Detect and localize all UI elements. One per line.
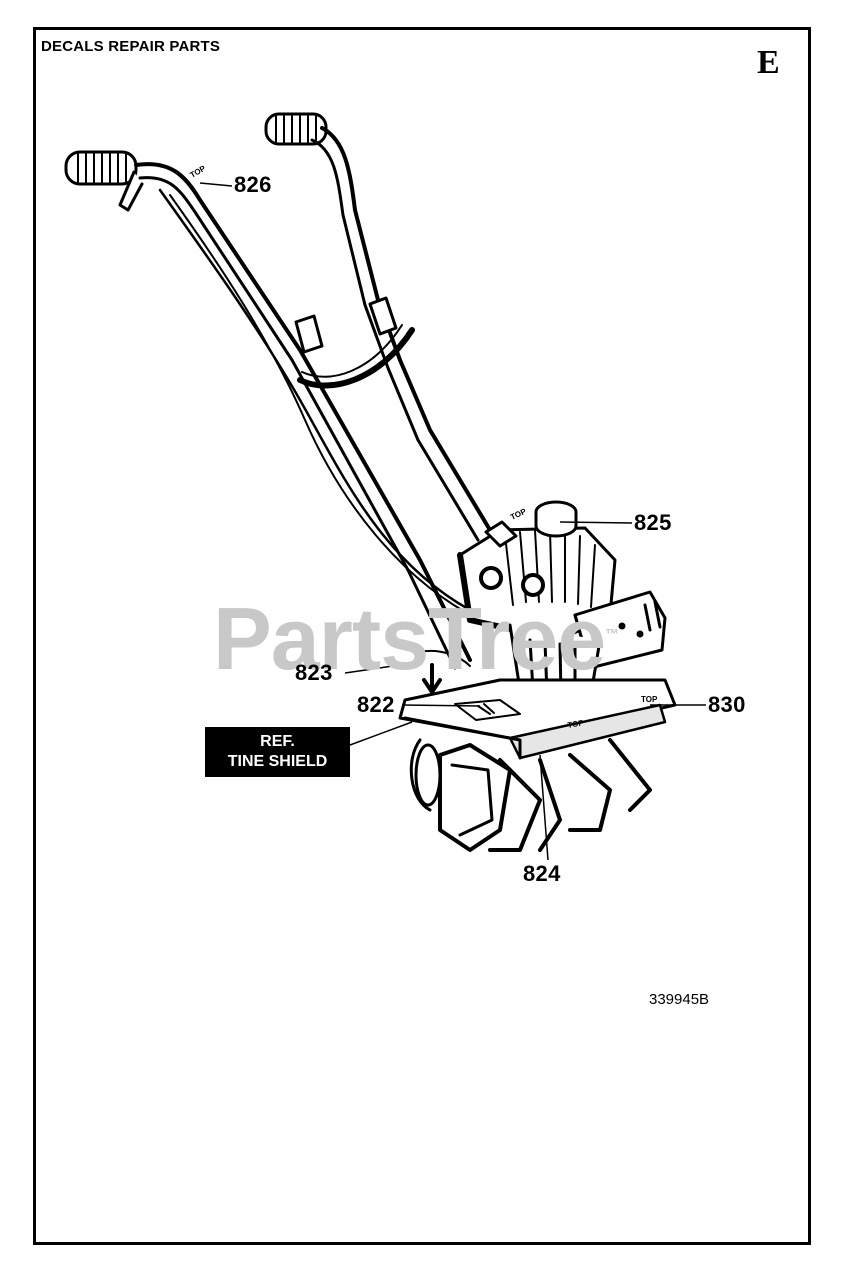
engine [457,500,667,702]
callout-825: 825 [634,510,672,535]
leader-826 [199,182,233,187]
throttle-lever [118,170,144,212]
decal-822 [454,699,521,721]
reference-label: REF. TINE SHIELD [205,727,350,777]
top-decal-824: TOP [567,718,585,730]
callout-826: 826 [234,172,272,197]
page-frame [33,27,811,1245]
callout-823: 823 [295,660,333,685]
right-handle-grip [264,112,328,146]
callout-822: 822 [357,692,395,717]
figure-id: 339945B [649,991,710,1008]
control-cable [158,188,472,612]
leader-lines [199,182,706,861]
sheet-title: DECALS REPAIR PARTS [41,38,221,55]
section-letter: E [757,44,780,81]
handle-knob-right [368,296,398,336]
callout-830: 830 [708,692,746,717]
top-decal-825: TOP [509,506,528,521]
right-handle-tube [320,126,492,532]
leader-ref [349,721,413,746]
handle-knob-left [294,314,324,354]
reference-line-1: REF. [260,733,295,750]
downward-arrow [422,663,442,694]
top-decal-826: TOP [189,163,208,179]
left-handle-grip [64,150,138,186]
reference-line-2: TINE SHIELD [227,753,328,770]
leader-825 [559,521,633,524]
handle-crossbar [297,327,415,389]
tine-shield [398,678,677,760]
leader-822 [401,704,481,707]
leader-824 [539,754,549,861]
left-handle-tube [134,162,472,662]
tines [409,738,652,852]
top-decal-830: TOP [641,695,658,704]
callout-824: 824 [523,861,561,886]
leader-823 [344,661,421,674]
watermark: PartsTree™ [213,589,619,688]
